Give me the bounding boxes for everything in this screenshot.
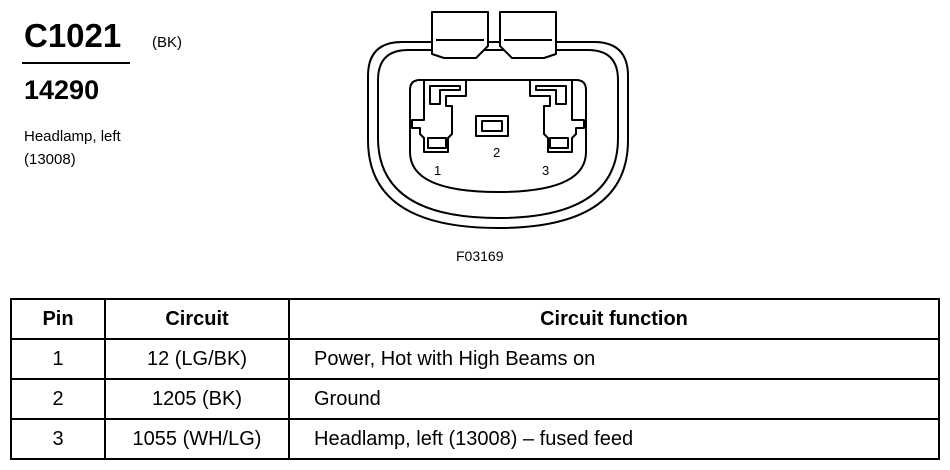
pin-2-terminal [481, 120, 503, 132]
table-row: 3 1055 (WH/LG) Headlamp, left (13008) – … [10, 418, 940, 460]
pin-cell: 3 [10, 418, 106, 460]
pin-2-cavity [475, 115, 509, 137]
pin-1-label: 1 [434, 163, 441, 178]
connector-color-code: (BK) [152, 34, 182, 51]
figure-id: F03169 [456, 248, 504, 264]
connector-id: C1021 [24, 17, 122, 54]
table-row: 1 12 (LG/BK) Power, Hot with High Beams … [10, 338, 940, 380]
function-cell: Headlamp, left (13008) – fused feed [288, 418, 940, 460]
circuit-cell: 1205 (BK) [104, 378, 290, 420]
connector-description-code: (13008) [24, 151, 76, 168]
connector-outer-housing [367, 41, 629, 229]
circuit-cell: 1055 (WH/LG) [104, 418, 290, 460]
pin-1-cavity-inner [429, 85, 461, 105]
locking-tab-left [431, 11, 489, 59]
function-cell: Power, Hot with High Beams on [288, 338, 940, 380]
connector-face-diagram: 1 2 3 [367, 11, 629, 229]
part-number: 14290 [24, 75, 100, 105]
header-circuit-function: Circuit function [288, 298, 940, 340]
pin-1-terminal [427, 137, 447, 149]
locking-tab-right [499, 11, 557, 59]
pin-3-terminal [549, 137, 569, 149]
header-pin: Pin [10, 298, 106, 340]
header-circuit: Circuit [104, 298, 290, 340]
pin-cell: 2 [10, 378, 106, 420]
connector-description: Headlamp, left [24, 128, 121, 145]
pin-1-cavity-outline [411, 79, 467, 153]
pin-3-cavity-outline [529, 79, 585, 153]
circuit-cell: 12 (LG/BK) [104, 338, 290, 380]
pin-cell: 1 [10, 338, 106, 380]
pin-3-cavity-inner [535, 85, 567, 105]
table-row: 2 1205 (BK) Ground [10, 378, 940, 420]
function-cell: Ground [288, 378, 940, 420]
connector-mating-face [409, 79, 587, 193]
connector-inner-housing [377, 49, 619, 219]
title-underline [22, 62, 130, 64]
table-header-row: Pin Circuit Circuit function [10, 298, 940, 340]
pin-3-label: 3 [542, 163, 549, 178]
pin-2-label: 2 [493, 145, 500, 160]
pin-table: Pin Circuit Circuit function 1 12 (LG/BK… [10, 298, 940, 460]
